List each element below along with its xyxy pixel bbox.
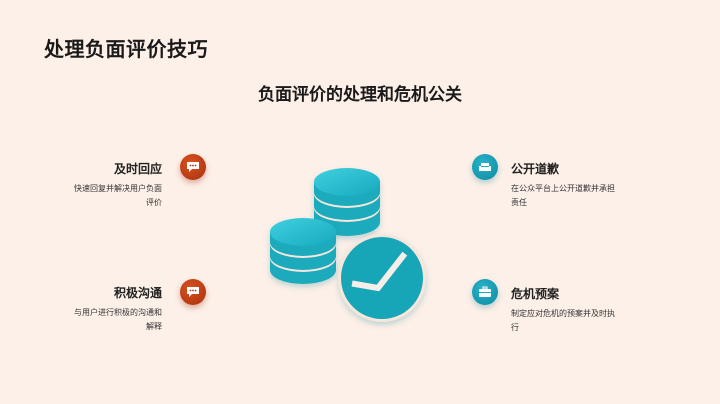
item-heading: 积极沟通	[113, 286, 162, 300]
desc-line: 与用户进行积极的沟通和	[74, 308, 162, 317]
slide-title: 处理负面评价技巧	[44, 37, 208, 61]
item-description: 快速回复并解决用户负面 评价	[50, 182, 162, 210]
item-crisis-plan: 危机预案 制定应对危机的预案并及时执 行	[511, 285, 635, 335]
desc-line: 快速回复并解决用户负面	[74, 184, 162, 193]
desc-line: 在公众平台上公开道歉并承担	[511, 184, 615, 193]
slide-subtitle: 负面评价的处理和危机公关	[258, 85, 462, 105]
item-heading: 及时回应	[113, 162, 162, 176]
item-description: 在公众平台上公开道歉并承担 责任	[511, 182, 635, 210]
item-public-apology: 公开道歉 在公众平台上公开道歉并承担 责任	[511, 160, 635, 210]
briefcase-icon	[472, 279, 498, 305]
desc-line: 解释	[146, 322, 162, 331]
item-timely-response: 及时回应 快速回复并解决用户负面 评价	[50, 160, 162, 210]
item-description: 与用户进行积极的沟通和 解释	[50, 306, 162, 334]
item-active-communication: 积极沟通 与用户进行积极的沟通和 解释	[50, 284, 162, 334]
item-description: 制定应对危机的预案并及时执 行	[511, 307, 635, 335]
chat-bubble-icon	[180, 154, 206, 180]
chat-bubble-icon	[180, 279, 206, 305]
desc-line: 行	[511, 323, 519, 332]
desc-line: 评价	[146, 198, 162, 207]
coins-check-icon	[262, 160, 442, 335]
sofa-icon	[472, 154, 498, 180]
desc-line: 制定应对危机的预案并及时执	[511, 309, 615, 318]
item-heading: 公开道歉	[511, 162, 560, 176]
desc-line: 责任	[511, 198, 527, 207]
item-heading: 危机预案	[511, 287, 560, 301]
